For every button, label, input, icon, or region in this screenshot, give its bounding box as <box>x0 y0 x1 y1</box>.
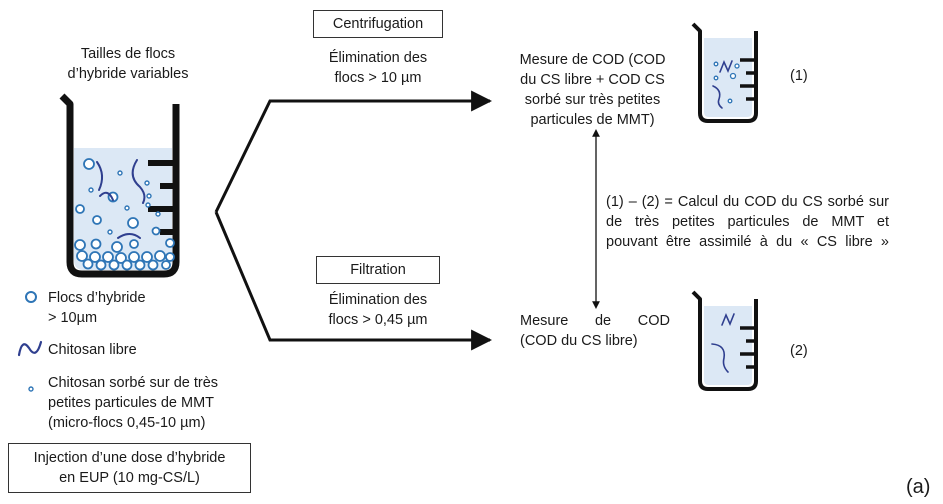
beaker-title: Tailles de flocs d’hybride variables <box>58 44 198 84</box>
legend-floc-icon <box>25 291 37 303</box>
branch-lines <box>214 90 493 351</box>
bottom-elimination-line-1: Élimination des <box>328 292 428 308</box>
index-2: (2) <box>790 343 808 359</box>
top-measure-line-4: particules de MMT) <box>530 112 655 128</box>
legend-chitosan-sorbe: Chitosan sorbé sur de très petites parti… <box>48 373 218 433</box>
top-elimination: Élimination des flocs > 10 µm <box>300 48 456 88</box>
legend-chitosan-icon <box>17 340 43 357</box>
index-1: (1) <box>790 68 808 84</box>
top-measure: Mesure de COD (COD du CS libre + COD CS … <box>500 50 685 130</box>
small-beaker-1 <box>691 22 758 123</box>
arrow-bottom <box>214 211 493 351</box>
top-measure-line-2: du CS libre + COD CS <box>520 72 665 88</box>
bottom-elimination-line-2: flocs > 0,45 µm <box>328 312 428 328</box>
filtration-box: Filtration <box>316 256 440 284</box>
legend-icons <box>17 291 43 392</box>
bottom-measure: Mesure de COD (COD du CS libre) <box>520 311 670 351</box>
beaker-title-line-1: Tailles de flocs <box>80 46 176 62</box>
bottom-measure-line-1: Mesure de COD <box>520 313 670 329</box>
difference-line-2: de très petites particules de MMT et <box>606 214 889 230</box>
chitosan-chains <box>96 159 146 239</box>
beaker-title-line-2: d’hybride variables <box>67 66 189 82</box>
large-beaker <box>59 93 180 278</box>
centrifugation-box: Centrifugation <box>313 10 443 38</box>
top-elimination-line-2: flocs > 10 µm <box>334 70 422 86</box>
legend-chitosan-libre: Chitosan libre <box>48 342 137 358</box>
difference-line-1: (1) – (2) = Calcul du COD du CS sorbé su… <box>606 194 889 210</box>
legend-chitosan-sorbe-line-1: Chitosan sorbé sur de très <box>48 375 219 391</box>
top-elimination-line-1: Élimination des <box>328 50 428 66</box>
bottom-measure-line-2: (COD du CS libre) <box>520 333 638 349</box>
micro-flocs <box>88 170 161 235</box>
small-beaker-2 <box>691 290 758 391</box>
legend-chitosan-sorbe-line-3: (micro-flocs 0,45-10 µm) <box>48 415 206 431</box>
top-measure-line-3: sorbé sur très petites <box>524 92 661 108</box>
difference-line-3: pouvant être assimilé à du « CS libre » <box>606 234 889 250</box>
legend-flocs-line-2: > 10µm <box>48 310 98 326</box>
injection-box: Injection d’une dose d’hybride en EUP (1… <box>8 443 251 493</box>
arrow-top <box>214 90 493 213</box>
legend-flocs: Flocs d’hybride > 10µm <box>48 288 146 328</box>
injection-line-2: en EUP (10 mg-CS/L) <box>59 470 200 486</box>
legend-chitosan-sorbe-line-2: petites particules de MMT <box>48 395 215 411</box>
panel-label: (a) <box>906 476 931 498</box>
top-measure-line-1: Mesure de COD (COD <box>519 52 666 68</box>
bottom-elimination: Élimination des flocs > 0,45 µm <box>300 290 456 330</box>
injection-line-1: Injection d’une dose d’hybride <box>33 450 226 466</box>
difference-text: (1) – (2) = Calcul du COD du CS sorbé su… <box>606 192 889 252</box>
legend-flocs-line-1: Flocs d’hybride <box>48 290 146 306</box>
floc-particles <box>74 158 175 271</box>
legend-microfloc-icon <box>28 386 34 392</box>
